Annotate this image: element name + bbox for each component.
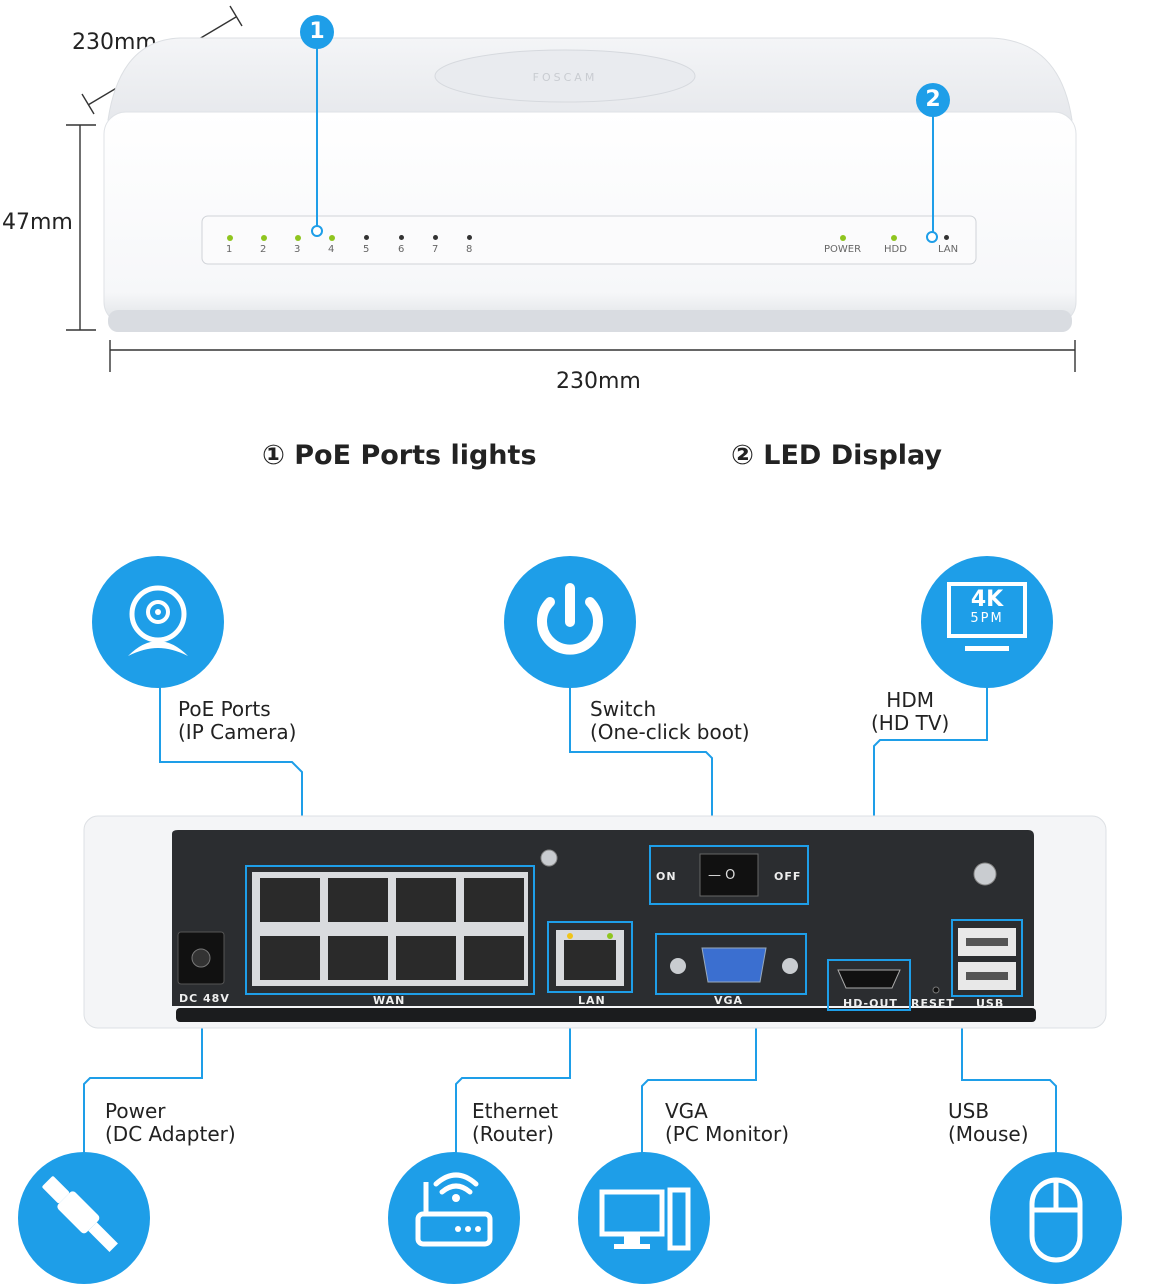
port-led	[329, 235, 335, 241]
height-label: 47mm	[2, 210, 73, 235]
legend-led-display: ② LED Display	[731, 440, 943, 471]
port-led	[399, 235, 404, 240]
port-num: 8	[466, 244, 473, 255]
lan-led	[944, 235, 949, 240]
brand-logo: FOSCAM	[533, 71, 598, 84]
hdout-label: HD-OUT	[843, 997, 898, 1010]
port-led	[295, 235, 301, 241]
port-num: 2	[260, 244, 267, 255]
pc-icon	[578, 1152, 710, 1284]
switch-on-label: ON	[656, 870, 677, 883]
port-led	[433, 235, 438, 240]
front-callout-lines	[311, 48, 938, 243]
badge-2: 2	[916, 83, 950, 117]
mouse-icon	[990, 1152, 1122, 1284]
hdd-led-label: HDD	[884, 244, 907, 255]
port-num: 3	[294, 244, 301, 255]
monitor-stand	[965, 646, 1009, 651]
nvr-rear-view	[83, 815, 1107, 1029]
port-led	[227, 235, 233, 241]
switch-symbols: — O	[708, 868, 736, 883]
lan-led-label: LAN	[938, 244, 959, 255]
switch-label: Switch (One-click boot)	[590, 697, 750, 744]
port-num: 4	[328, 244, 335, 255]
usb-label: USB	[976, 997, 1005, 1010]
resolution-subtext: 5PM	[970, 611, 1004, 626]
hdmi-label: HDM (HD TV)	[871, 688, 950, 735]
legend-poe-lights: ① PoE Ports lights	[262, 440, 537, 471]
vga-callout-label: VGA (PC Monitor)	[665, 1099, 790, 1146]
ethernet-label: Ethernet (Router)	[472, 1099, 559, 1146]
camera-icon	[92, 556, 224, 688]
reset-label: RESET	[911, 997, 955, 1010]
power-label: Power (DC Adapter)	[105, 1099, 236, 1146]
width-label: 230mm	[556, 369, 641, 394]
power-icon	[504, 556, 636, 688]
status-leds: POWER HDD LAN	[818, 232, 968, 262]
badge-1: 1	[300, 15, 334, 49]
poe-ports-label: PoE Ports (IP Camera)	[178, 697, 297, 744]
usb-callout-label: USB (Mouse)	[948, 1099, 1029, 1146]
switch-off-label: OFF	[774, 870, 802, 883]
nvr-front-view: FOSCAM	[103, 37, 1077, 332]
poe-port-leds: 1 2 3 4 5 6 7 8	[218, 232, 488, 262]
power-led	[840, 235, 846, 241]
port-led	[467, 235, 472, 240]
resolution-text: 4K	[970, 587, 1004, 612]
monitor-screen: 4K 5PM	[947, 582, 1027, 638]
port-led	[364, 235, 369, 240]
hdd-led	[891, 235, 897, 241]
monitor-4k-icon: 4K 5PM	[921, 556, 1053, 688]
router-icon	[388, 1152, 520, 1284]
port-num: 1	[226, 244, 233, 255]
plug-icon	[18, 1152, 150, 1284]
vga-label: VGA	[714, 994, 744, 1007]
dc-label: DC 48V	[179, 992, 230, 1005]
port-num: 5	[363, 244, 370, 255]
power-led-label: POWER	[824, 244, 862, 255]
wan-label: WAN	[373, 994, 406, 1007]
port-num: 6	[398, 244, 405, 255]
port-num: 7	[432, 244, 439, 255]
lan-label: LAN	[578, 994, 606, 1007]
port-led	[261, 235, 267, 241]
